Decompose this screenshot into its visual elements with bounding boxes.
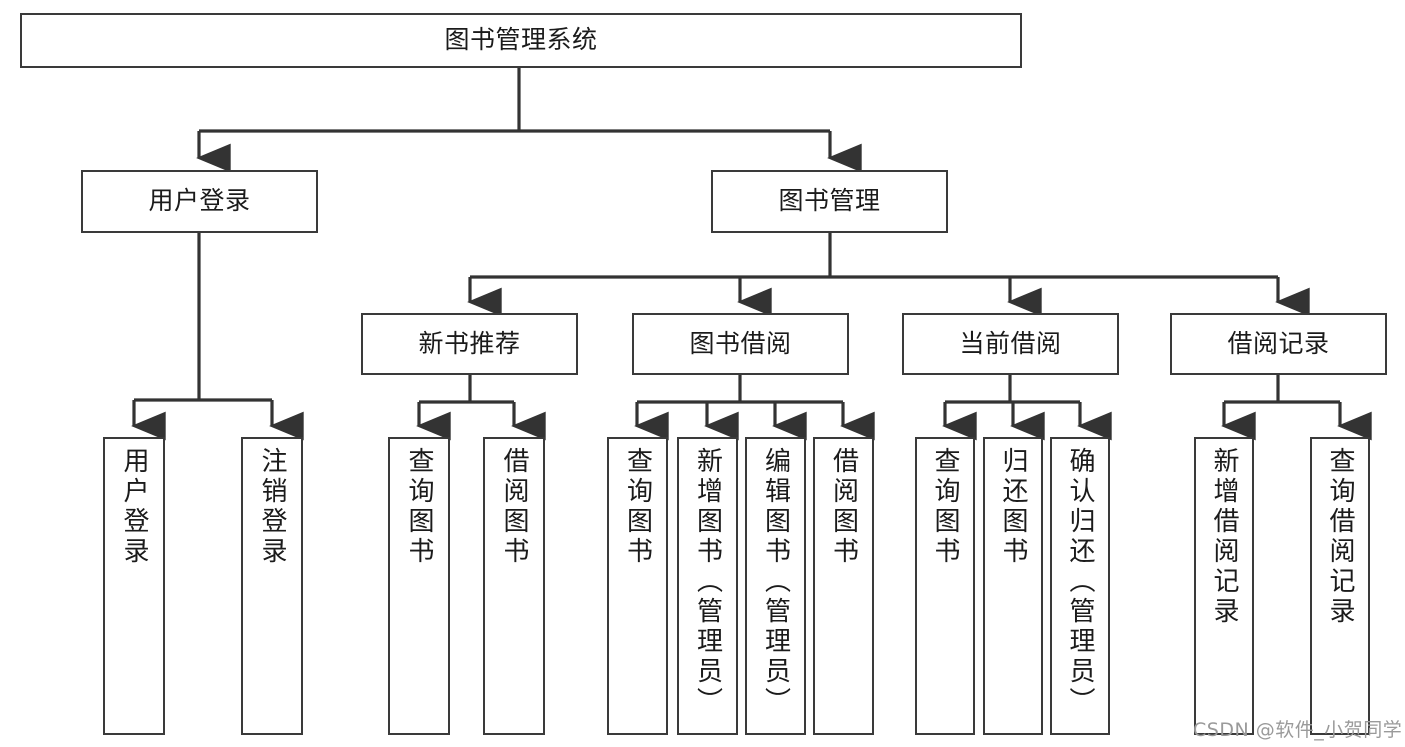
leaf-edit-book-admin[interactable]: 编辑图书（管理员） [745,437,806,735]
node-label: 查询图书 [930,447,960,567]
leaf-borrow-book[interactable]: 借阅图书 [813,437,874,735]
leaf-return-book[interactable]: 归还图书 [983,437,1043,735]
node-label: 新书推荐 [418,328,521,358]
leaf-confirm-return-admin[interactable]: 确认归还（管理员） [1050,437,1110,735]
node-new-book-recommend[interactable]: 新书推荐 [361,313,578,375]
node-label: 图书借阅 [689,328,792,358]
node-label: 借阅图书 [499,447,529,567]
node-user-login[interactable]: 用户登录 [81,170,318,233]
csdn-watermark: CSDN @软件_小贺同学 [1193,719,1403,741]
leaf-query-borrow-record[interactable]: 查询借阅记录 [1310,437,1370,735]
node-book-management[interactable]: 图书管理 [711,170,948,233]
node-label: 借阅记录 [1227,328,1330,358]
leaf-add-borrow-record[interactable]: 新增借阅记录 [1194,437,1254,735]
node-label: 查询借阅记录 [1325,447,1355,627]
leaf-logout[interactable]: 注销登录 [241,437,303,735]
node-root-system[interactable]: 图书管理系统 [20,13,1022,68]
node-label: 注销登录 [257,447,287,567]
node-label: 查询图书 [404,447,434,567]
node-label: 当前借阅 [959,328,1062,358]
node-label: 用户登录 [119,447,149,567]
node-label: 新增借阅记录 [1209,447,1239,627]
node-label: 归还图书 [998,447,1028,567]
node-label: 确认归还（管理员） [1065,447,1095,717]
node-current-borrow[interactable]: 当前借阅 [902,313,1119,375]
leaf-user-login[interactable]: 用户登录 [103,437,165,735]
leaf-query-books-borrow[interactable]: 查询图书 [607,437,668,735]
node-borrow-records[interactable]: 借阅记录 [1170,313,1387,375]
node-label: 图书管理系统 [444,25,598,55]
node-label: 借阅图书 [828,447,859,567]
node-label: 编辑图书（管理员） [760,447,791,717]
leaf-query-books-new[interactable]: 查询图书 [388,437,450,735]
node-label: 图书管理 [778,186,881,216]
node-label: 查询图书 [622,447,653,567]
node-book-borrow[interactable]: 图书借阅 [632,313,849,375]
leaf-add-book-admin[interactable]: 新增图书（管理员） [677,437,738,735]
node-label: 新增图书（管理员） [692,447,723,717]
leaf-borrow-books-new[interactable]: 借阅图书 [483,437,545,735]
node-label: 用户登录 [148,186,251,216]
leaf-query-books-current[interactable]: 查询图书 [915,437,975,735]
